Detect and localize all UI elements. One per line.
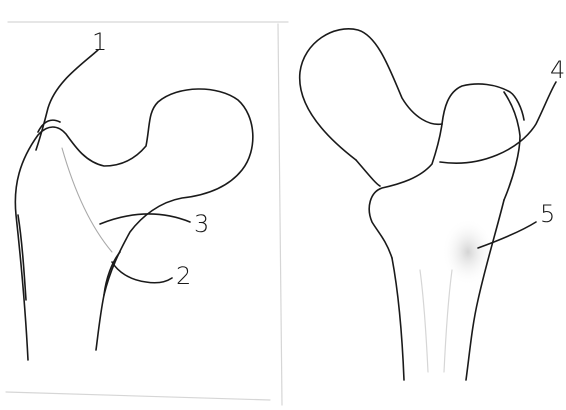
femoral-head-outline xyxy=(300,29,442,160)
shaft-medial-line xyxy=(18,215,26,300)
label-3-group: 3 xyxy=(100,210,209,238)
intertrochanteric-line xyxy=(62,148,112,252)
label-2-group: 2 xyxy=(112,262,191,290)
intertrochanteric-crest xyxy=(369,124,442,258)
leader-line-2 xyxy=(112,262,172,283)
left-femur-drawing xyxy=(15,89,253,360)
neck-lower-line xyxy=(356,160,380,186)
shaft-left-line xyxy=(392,258,404,380)
label-4: 4 xyxy=(550,56,565,84)
label-1-group: 1 xyxy=(36,28,107,150)
right-femur-drawing xyxy=(300,29,524,380)
label-1: 1 xyxy=(92,28,107,56)
shaft-inner-line-left xyxy=(420,270,428,372)
left-femur-outline-lateral xyxy=(15,89,253,360)
label-3: 3 xyxy=(194,210,209,238)
leader-line-4 xyxy=(440,82,556,163)
greater-trochanter-outline xyxy=(504,92,520,200)
label-5: 5 xyxy=(540,200,555,228)
shaft-inner-line-right xyxy=(444,270,452,372)
shaded-region xyxy=(442,218,494,286)
label-2: 2 xyxy=(176,262,191,290)
label-4-group: 4 xyxy=(440,56,565,163)
